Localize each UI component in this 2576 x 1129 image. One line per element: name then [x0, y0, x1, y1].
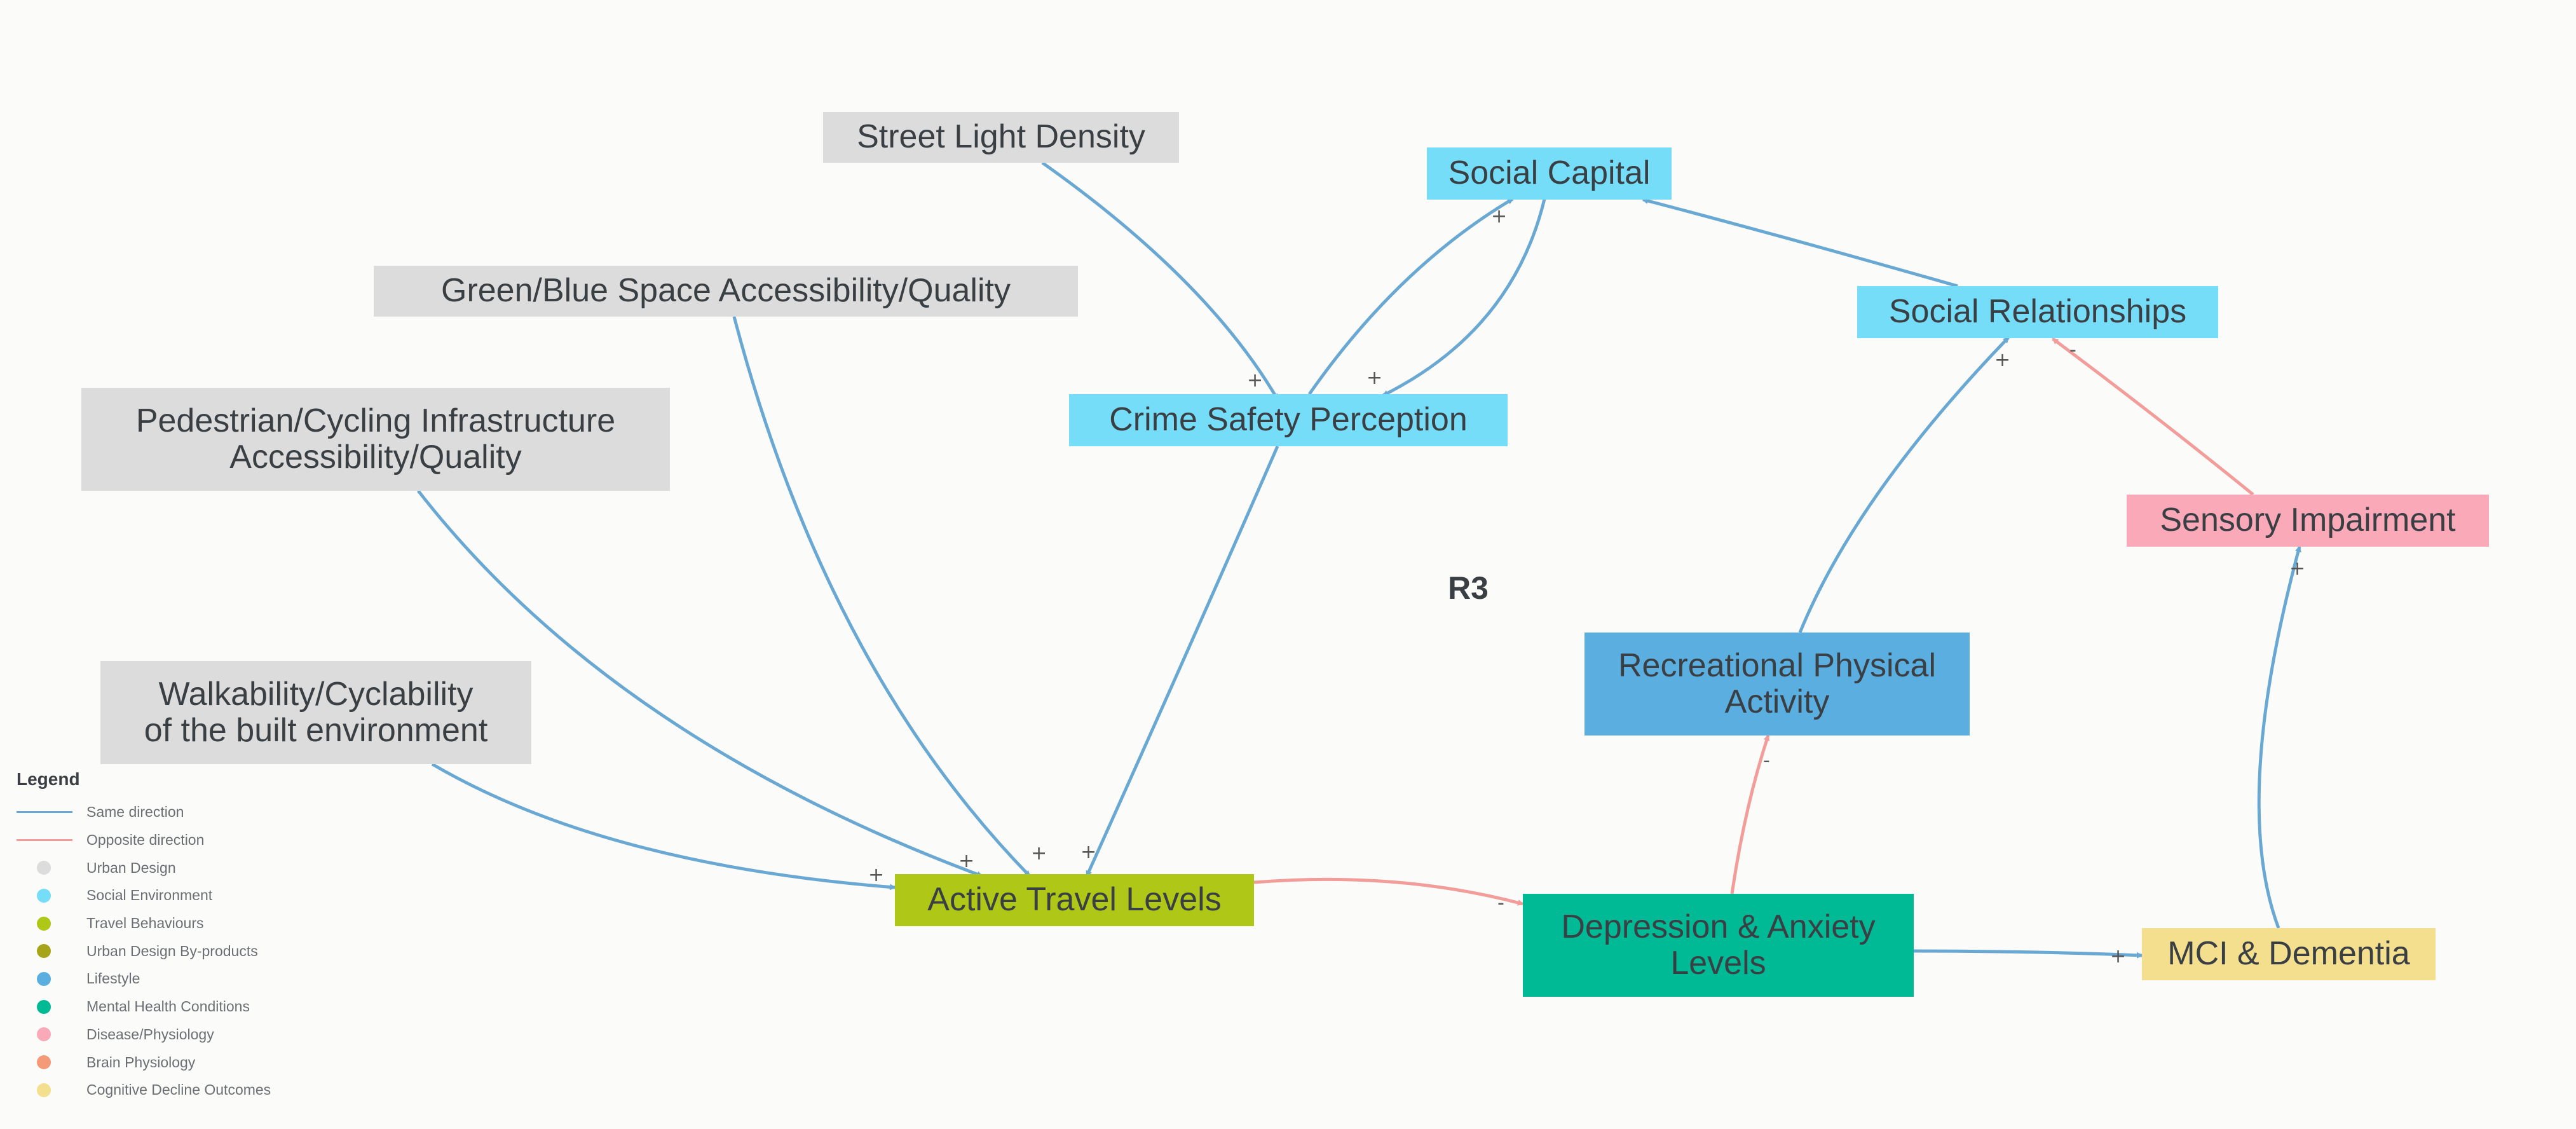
dot-swatch: [37, 999, 51, 1014]
legend-item-brain-physiology: Brain Physiology: [17, 1048, 347, 1076]
loop-label-r3: R3: [1448, 570, 1489, 606]
legend-label: Mental Health Conditions: [86, 998, 250, 1015]
node-label: Depression & Anxiety Levels: [1561, 908, 1876, 982]
legend-title: Legend: [17, 769, 80, 789]
edge-sign: +: [1491, 205, 1508, 228]
dot-swatch: [37, 888, 51, 903]
legend-item-mental-health-conditions: Mental Health Conditions: [17, 993, 347, 1021]
edge-social_capital-to-crime_safety: [1382, 198, 1546, 397]
node-walkability-cyclability: Walkability/Cyclability of the built env…: [100, 661, 531, 764]
edge-sign: +: [1080, 841, 1097, 863]
edge-depression-to-recreational: [1730, 734, 1770, 894]
edge-sign: -: [2069, 339, 2076, 361]
node-crime-safety-perception: Crime Safety Perception: [1069, 394, 1508, 446]
dot-swatch: [37, 944, 51, 959]
legend-item-opposite-direction: Opposite direction: [17, 826, 347, 854]
legend: Legend Same direction Opposite direction…: [17, 769, 347, 1104]
legend-item-urban-design: Urban Design: [17, 854, 347, 882]
node-label: Social Relationships: [1888, 293, 2187, 331]
node-label: Sensory Impairment: [2160, 502, 2456, 539]
node-label: Recreational Physical Activity: [1618, 647, 1937, 720]
legend-label: Urban Design: [86, 859, 176, 876]
legend-label: Same direction: [86, 804, 184, 821]
dot-swatch: [37, 861, 51, 875]
node-green-blue-space: Green/Blue Space Accessibility/Quality: [374, 266, 1078, 317]
dot-swatch: [37, 1027, 51, 1042]
legend-item-cognitive-decline-outcomes: Cognitive Decline Outcomes: [17, 1076, 347, 1104]
legend-item-disease-physiology: Disease/Physiology: [17, 1021, 347, 1049]
node-social-relationships: Social Relationships: [1857, 286, 2218, 338]
legend-item-urban-design-by-products: Urban Design By-products: [17, 937, 347, 965]
dot-swatch: [37, 916, 51, 931]
node-mci-dementia: MCI & Dementia: [2142, 928, 2436, 980]
legend-item-social-environment: Social Environment: [17, 882, 347, 910]
legend-item-travel-behaviours: Travel Behaviours: [17, 910, 347, 938]
node-active-travel-levels: Active Travel Levels: [895, 874, 1254, 926]
edge-sensory-to-social_rel: [2052, 337, 2254, 496]
edge-sign: -: [1763, 749, 1770, 772]
legend-label: Cognitive Decline Outcomes: [86, 1081, 271, 1098]
line-swatch: [17, 839, 72, 842]
edge-depression-to-mci: [1913, 949, 2143, 959]
node-pedestrian-cycling-infrastructure: Pedestrian/Cycling Infrastructure Access…: [81, 388, 670, 491]
edge-active_travel-to-depression: [1253, 877, 1524, 906]
node-label: Active Travel Levels: [927, 881, 1222, 919]
edge-recreational-to-social_rel: [1798, 336, 2010, 633]
edge-sign: +: [868, 864, 885, 886]
edge-sign: +: [1994, 349, 2011, 371]
edge-crime_safety-to-active_travel: [1085, 446, 1279, 877]
node-street-light-density: Street Light Density: [823, 112, 1179, 163]
line-swatch: [17, 811, 72, 814]
edge-sign: +: [1247, 369, 1264, 392]
legend-label: Brain Physiology: [86, 1053, 196, 1071]
node-label: Pedestrian/Cycling Infrastructure Access…: [135, 402, 616, 476]
node-label: Social Capital: [1448, 154, 1651, 192]
edge-street_light-to-crime_safety: [1041, 161, 1279, 400]
edge-walkability-to-active_travel: [431, 762, 896, 891]
legend-label: Urban Design By-products: [86, 942, 258, 959]
edge-sign: +: [2289, 558, 2306, 580]
edge-sign: +: [1366, 367, 1383, 389]
edge-mci-to-sensory: [2257, 545, 2301, 929]
legend-item-lifestyle: Lifestyle: [17, 965, 347, 993]
node-social-capital: Social Capital: [1427, 147, 1672, 200]
edge-crime_safety-to-social_capital: [1307, 197, 1514, 395]
edge-sign: -: [1497, 892, 1504, 914]
dot-swatch: [37, 971, 51, 986]
node-label: Street Light Density: [857, 118, 1145, 156]
edge-sign: +: [1031, 842, 1047, 865]
node-label: Green/Blue Space Accessibility/Quality: [441, 272, 1011, 310]
legend-label: Travel Behaviours: [86, 915, 204, 932]
dot-swatch: [37, 1083, 51, 1097]
node-label: Crime Safety Perception: [1109, 401, 1468, 439]
node-label: MCI & Dementia: [2167, 935, 2410, 973]
edge-social_rel-to-social_capital: [1642, 198, 1958, 288]
legend-label: Lifestyle: [86, 970, 140, 987]
node-recreational-physical-activity: Recreational Physical Activity: [1584, 633, 1970, 736]
node-label: Walkability/Cyclability of the built env…: [144, 675, 488, 749]
legend-item-same-direction: Same direction: [17, 798, 347, 826]
edge-green_blue-to-active_travel: [732, 316, 1031, 877]
edge-ped_cycling-to-active_travel: [417, 489, 983, 878]
edge-sign: +: [958, 850, 975, 872]
edge-sign: +: [2110, 945, 2127, 968]
dot-swatch: [37, 1055, 51, 1070]
node-depression-anxiety-levels: Depression & Anxiety Levels: [1523, 894, 1914, 997]
legend-label: Opposite direction: [86, 831, 205, 849]
legend-label: Social Environment: [86, 887, 213, 904]
node-sensory-impairment: Sensory Impairment: [2127, 495, 2489, 547]
legend-label: Disease/Physiology: [86, 1025, 214, 1043]
